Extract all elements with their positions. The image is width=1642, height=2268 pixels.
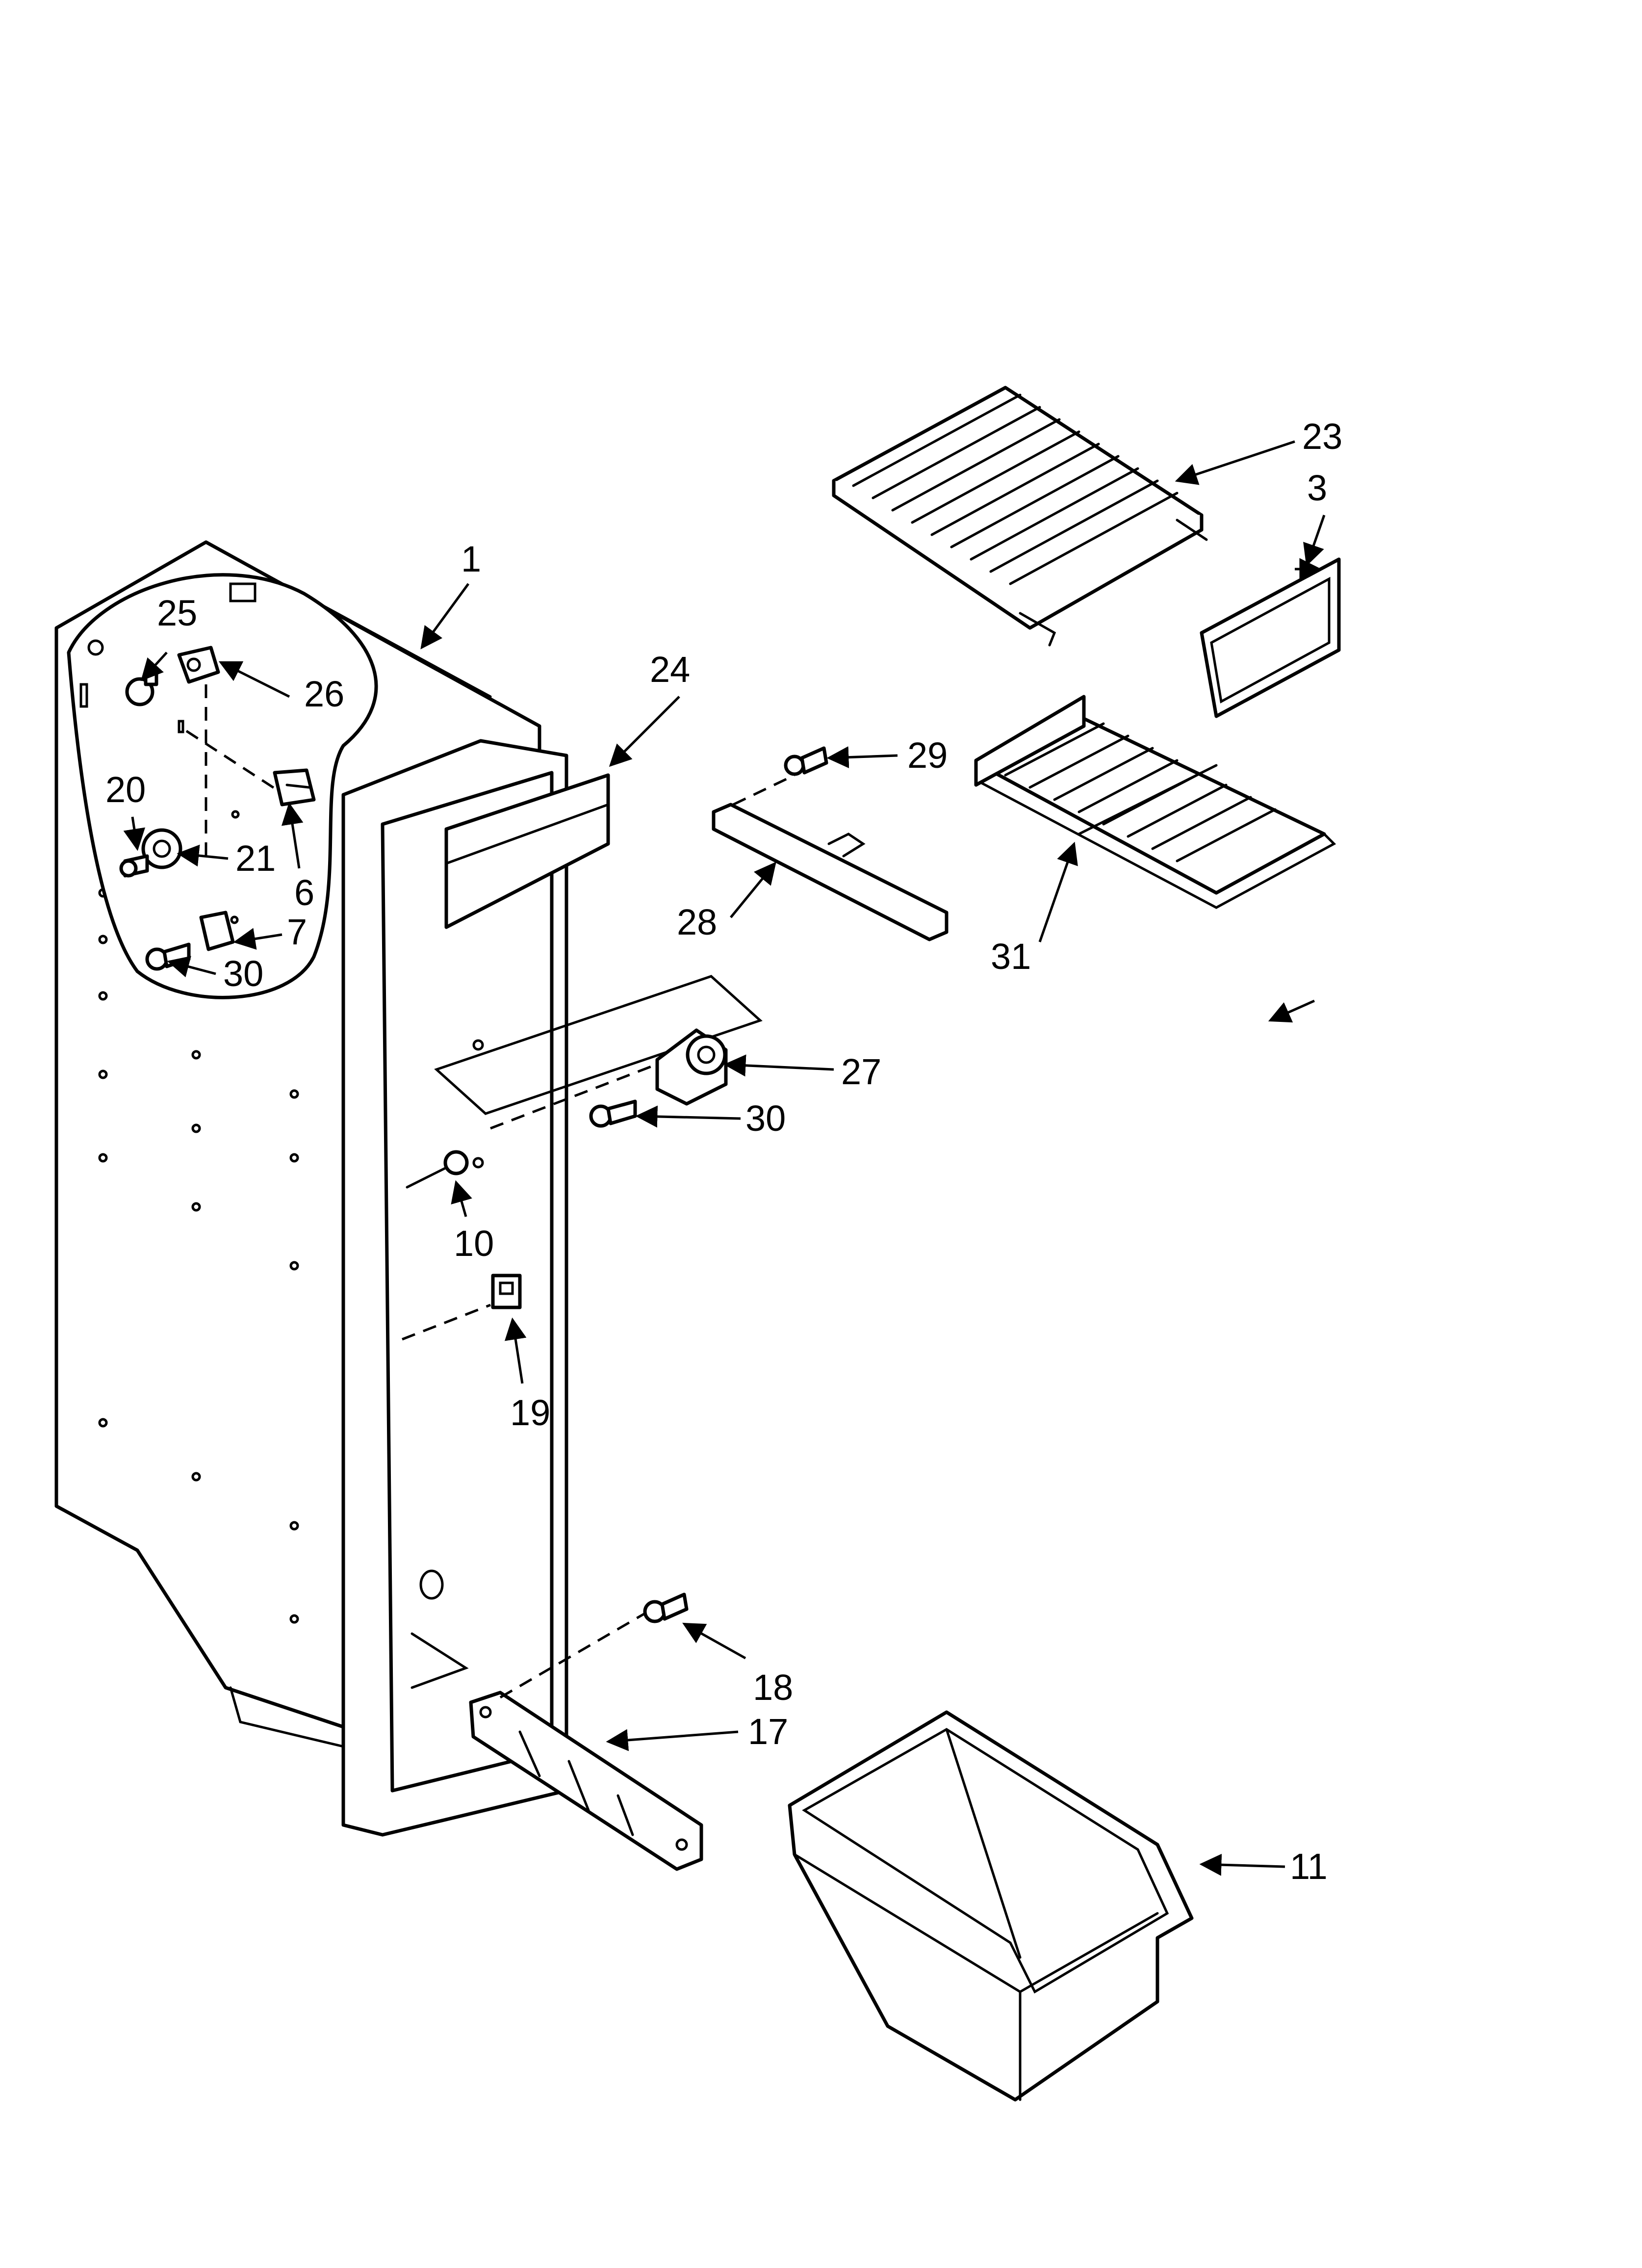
callout-3: 3	[1307, 468, 1327, 508]
trim-strip	[444, 773, 610, 929]
screw-18	[643, 1592, 689, 1623]
callout-7: 7	[287, 912, 307, 952]
mounting-plate	[434, 975, 763, 1115]
callout-30-left: 30	[223, 953, 263, 994]
callout-25: 25	[157, 593, 197, 633]
light-shield-clip	[273, 768, 316, 807]
callout-30-right: 30	[745, 1098, 786, 1139]
screw-30-right	[589, 1099, 637, 1128]
callout-6: 6	[294, 872, 314, 913]
callout-11: 11	[1290, 1846, 1328, 1887]
shelf-frame-3	[1200, 557, 1341, 718]
callout-20: 20	[105, 769, 146, 810]
wire-rack-31	[974, 695, 1336, 909]
switch-19	[491, 1274, 522, 1309]
lamp-socket	[177, 646, 220, 684]
bracket-7	[199, 911, 239, 951]
callout-21: 21	[235, 838, 276, 879]
callout-27: 27	[841, 1051, 881, 1092]
callout-23: 23	[1302, 416, 1342, 457]
leader-lines	[123, 440, 1326, 1876]
wire-shelf-23	[832, 386, 1208, 647]
shelf-rail-28	[712, 803, 949, 941]
callout-labels: 1 3 6 7 10 11 17 18 19 20 21 23 24 25 26…	[105, 416, 1342, 1887]
callout-19: 19	[510, 1392, 550, 1433]
shelf-bracket-27	[655, 1028, 728, 1106]
deflector-17	[469, 1691, 703, 1871]
screw-29	[784, 746, 828, 776]
plug-10	[443, 1150, 469, 1175]
callout-31: 31	[991, 936, 1031, 977]
callout-26: 26	[304, 674, 344, 714]
callout-29: 29	[907, 735, 948, 776]
callout-28: 28	[677, 902, 717, 942]
callout-10: 10	[454, 1223, 494, 1264]
control-knob	[141, 810, 240, 869]
callout-18: 18	[753, 1667, 793, 1708]
callout-17: 17	[748, 1711, 788, 1752]
light-bulb	[125, 670, 158, 706]
label-plate	[229, 582, 257, 602]
callout-1: 1	[461, 539, 481, 579]
callout-24: 24	[650, 649, 690, 690]
screw-20	[119, 854, 149, 878]
storage-bin-11	[788, 1710, 1194, 2102]
